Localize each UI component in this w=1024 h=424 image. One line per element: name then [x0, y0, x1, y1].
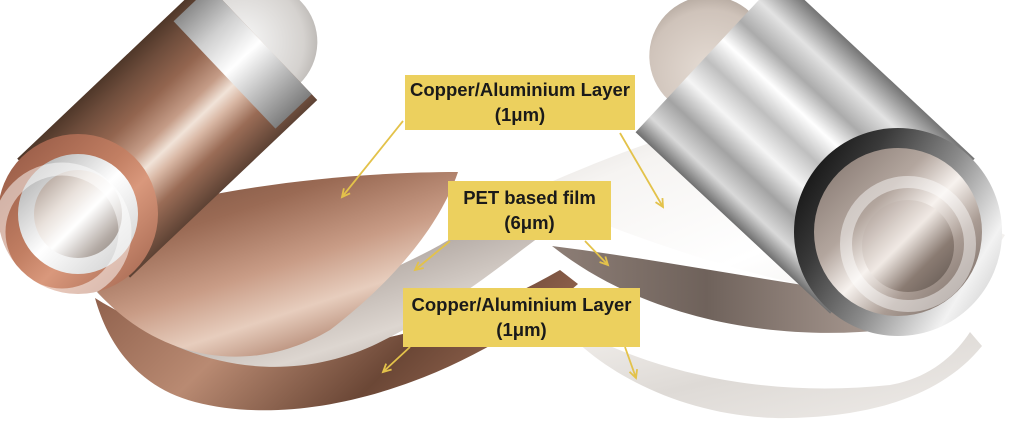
aluminium-roll-ghost-ring — [840, 176, 976, 312]
annotation-arrows — [340, 120, 665, 380]
arrow-pet-label-to-right-pet-layer — [584, 240, 610, 267]
label-copper-aluminium-bottom: Copper/Aluminium Layer (1μm) — [403, 288, 640, 347]
arrow-bottom-label-to-aluminium-sheet — [624, 346, 638, 380]
label-copper-aluminium-top-text: Copper/Aluminium Layer — [410, 79, 630, 101]
arrow-pet-label-to-left-pet-layer — [413, 240, 451, 272]
arrow-top-label-to-copper-sheet — [340, 120, 404, 199]
label-copper-aluminium-top: Copper/Aluminium Layer (1μm) — [405, 75, 635, 130]
label-pet-film-text: PET based film — [463, 187, 596, 209]
copper-roll-silver-collar — [173, 0, 312, 129]
label-pet-film: PET based film (6μm) — [448, 181, 611, 240]
arrow-bottom-label-to-copper-sheet — [381, 346, 411, 374]
label-pet-film-thickness: (6μm) — [504, 211, 555, 233]
label-copper-aluminium-bottom-text: Copper/Aluminium Layer — [411, 294, 632, 316]
aluminium-sheet-bottom-layer — [555, 318, 982, 419]
aluminium-roll-core-hole — [862, 200, 954, 292]
copper-sheet-bottom-layer — [95, 270, 578, 411]
arrow-top-label-to-aluminium-sheet — [619, 132, 665, 209]
label-copper-aluminium-top-thickness: (1μm) — [494, 103, 546, 125]
label-copper-aluminium-bottom-thickness: (1μm) — [496, 318, 547, 340]
aluminium-roll — [635, 0, 1002, 336]
copper-roll-core-hole — [34, 170, 122, 258]
copper-roll — [0, 0, 318, 302]
copper-roll-ghost-ring — [0, 162, 132, 302]
